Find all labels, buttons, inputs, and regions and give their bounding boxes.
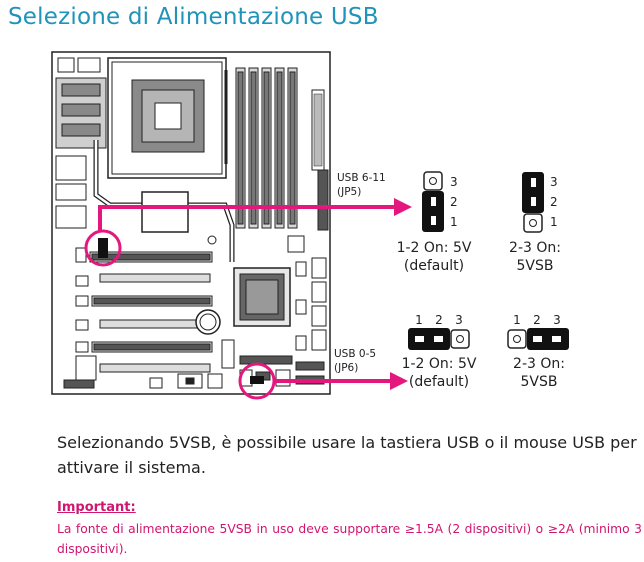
cmos-battery: [195, 309, 221, 335]
jp6-default-setting: 1-2 On: 5V: [402, 356, 477, 372]
back-panel-io: [55, 57, 107, 229]
jp5-5vsb-pin-3: 3: [550, 175, 558, 189]
jp5-default-pin-1: 1: [450, 215, 458, 229]
jp6-option-5vsb: 1 2 3 2-3 On: 5VSB: [507, 313, 569, 390]
page-title: Selezione di Alimentazione USB: [8, 4, 379, 30]
jp5-label-line2: (JP5): [337, 186, 361, 198]
sata-connectors: [295, 257, 327, 351]
jp5-default-pin-2: 2: [450, 195, 458, 209]
memory-slots: [235, 67, 298, 229]
important-note: La fonte di alimentazione 5VSB in uso de…: [57, 522, 642, 556]
jp6-5vsb-pin-3: 3: [553, 313, 561, 327]
jp6-label-line1: USB 0-5: [334, 348, 376, 360]
southbridge-heatsink: [233, 267, 291, 327]
important-heading: Important:: [57, 500, 136, 515]
jp5-default-pin-3: 3: [450, 175, 458, 189]
jp6-option-default: 1 2 3 1-2 On: 5V (default): [402, 313, 477, 390]
jp5-5vsb-value: 5VSB: [517, 258, 554, 274]
jp5-5vsb-setting: 2-3 On:: [509, 240, 561, 256]
jp5-default-note: (default): [404, 258, 464, 274]
jp6-default-pin-2: 2: [435, 313, 443, 327]
jp6-default-pin-1: 1: [415, 313, 423, 327]
jp5-option-5vsb: 3 2 1 2-3 On: 5VSB: [509, 172, 561, 274]
jp6-5vsb-pin-1: 1: [513, 313, 521, 327]
jp5-5vsb-pin-2: 2: [550, 195, 558, 209]
jp5-default-setting: 1-2 On: 5V: [397, 240, 472, 256]
jp6-default-pin-3: 3: [455, 313, 463, 327]
motherboard-diagram: USB 6-11 (JP5) 3 2 1 1-2 On: 5V (default…: [51, 51, 569, 400]
jp5-5vsb-pin-1: 1: [550, 215, 558, 229]
description-text: Selezionando 5VSB, è possibile usare la …: [57, 433, 637, 477]
jp6-5vsb-pin-2: 2: [533, 313, 541, 327]
atx-power-connector: [311, 89, 329, 231]
jp5-label-line1: USB 6-11: [337, 172, 386, 184]
jp6-label-line2: (JP6): [334, 362, 358, 374]
northbridge-heatsink: [141, 191, 305, 253]
jp6-highlight: [238, 362, 408, 400]
expansion-slots: [75, 247, 235, 381]
jp6-5vsb-value: 5VSB: [521, 374, 558, 390]
jp5-highlight: [84, 198, 412, 267]
jp6-default-note: (default): [409, 374, 469, 390]
jp5-option-default: 3 2 1 1-2 On: 5V (default): [397, 171, 472, 274]
jp6-5vsb-setting: 2-3 On:: [513, 356, 565, 372]
cpu-socket: [107, 57, 228, 179]
